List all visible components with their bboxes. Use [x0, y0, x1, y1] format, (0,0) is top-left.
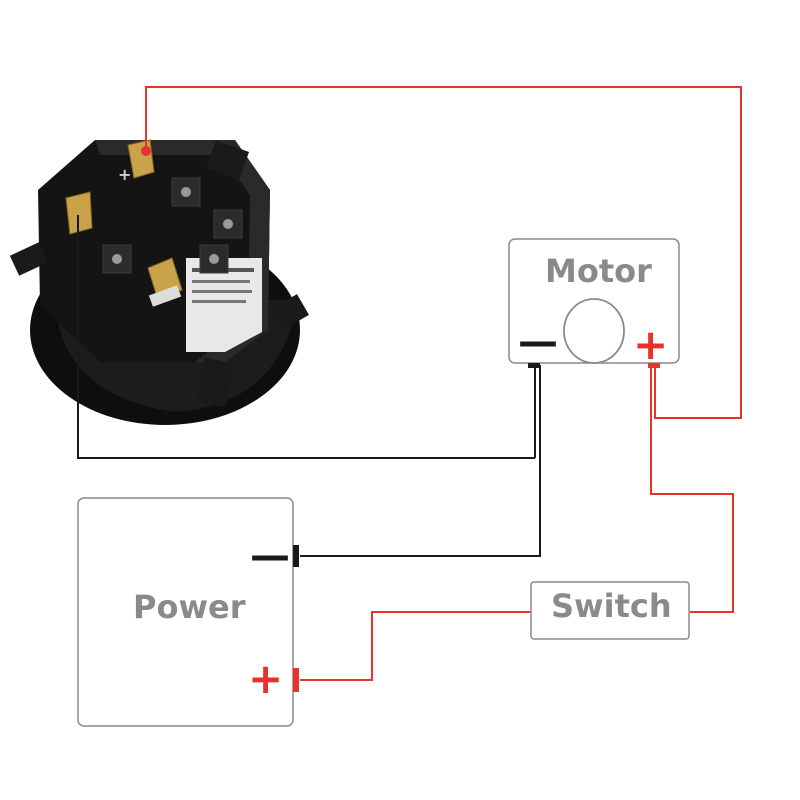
- switch-label: Switch: [551, 587, 672, 625]
- meter-clip-left: [9, 242, 49, 276]
- power-minus-sign: —: [250, 533, 290, 579]
- switch-box: [530, 581, 690, 640]
- meter-clip-right: [271, 294, 309, 330]
- power-negative-terminal: [293, 545, 299, 567]
- motor-negative-terminal: [528, 363, 540, 368]
- screw-2: [223, 219, 233, 229]
- positive-wires: [145, 86, 742, 681]
- power-label: Power: [133, 588, 246, 626]
- screw-1: [181, 187, 191, 197]
- motor-plus-sign: +: [633, 320, 669, 369]
- motor-label: Motor: [545, 252, 652, 290]
- terminal-negative: [65, 191, 93, 235]
- negative-wires: [77, 215, 541, 557]
- terminal-extra-shine: [148, 285, 182, 307]
- meter-clip-bottom: [196, 357, 234, 408]
- sticker-line-4: [192, 300, 246, 303]
- wire-meter-negative: [77, 215, 535, 459]
- sticker-line-3: [192, 290, 252, 293]
- wire-switch-to-power: [300, 611, 531, 681]
- wire-meter-positive: [145, 86, 742, 419]
- screw-3: [112, 254, 122, 264]
- power-positive-terminal: [293, 668, 299, 692]
- motor-positive-terminal: [648, 363, 660, 368]
- motor-circle-icon: [563, 298, 625, 364]
- power-plus-sign: +: [248, 654, 284, 703]
- wire-motor-to-power-negative: [300, 365, 541, 557]
- meter-positive-junction: [141, 146, 151, 156]
- meter-plus-mark: +: [118, 165, 132, 184]
- power-box: [77, 497, 294, 727]
- meter-clip-top: [205, 140, 250, 181]
- screw-socket-2: [213, 209, 243, 239]
- motor-minus-sign: —: [518, 319, 558, 365]
- screw-socket-1: [171, 177, 201, 207]
- sticker-line-2: [192, 280, 250, 283]
- screw-4: [209, 254, 219, 264]
- hour-meter-device: [9, 139, 309, 425]
- wire-motor-to-switch: [650, 365, 734, 613]
- meter-body-shade: [95, 140, 270, 362]
